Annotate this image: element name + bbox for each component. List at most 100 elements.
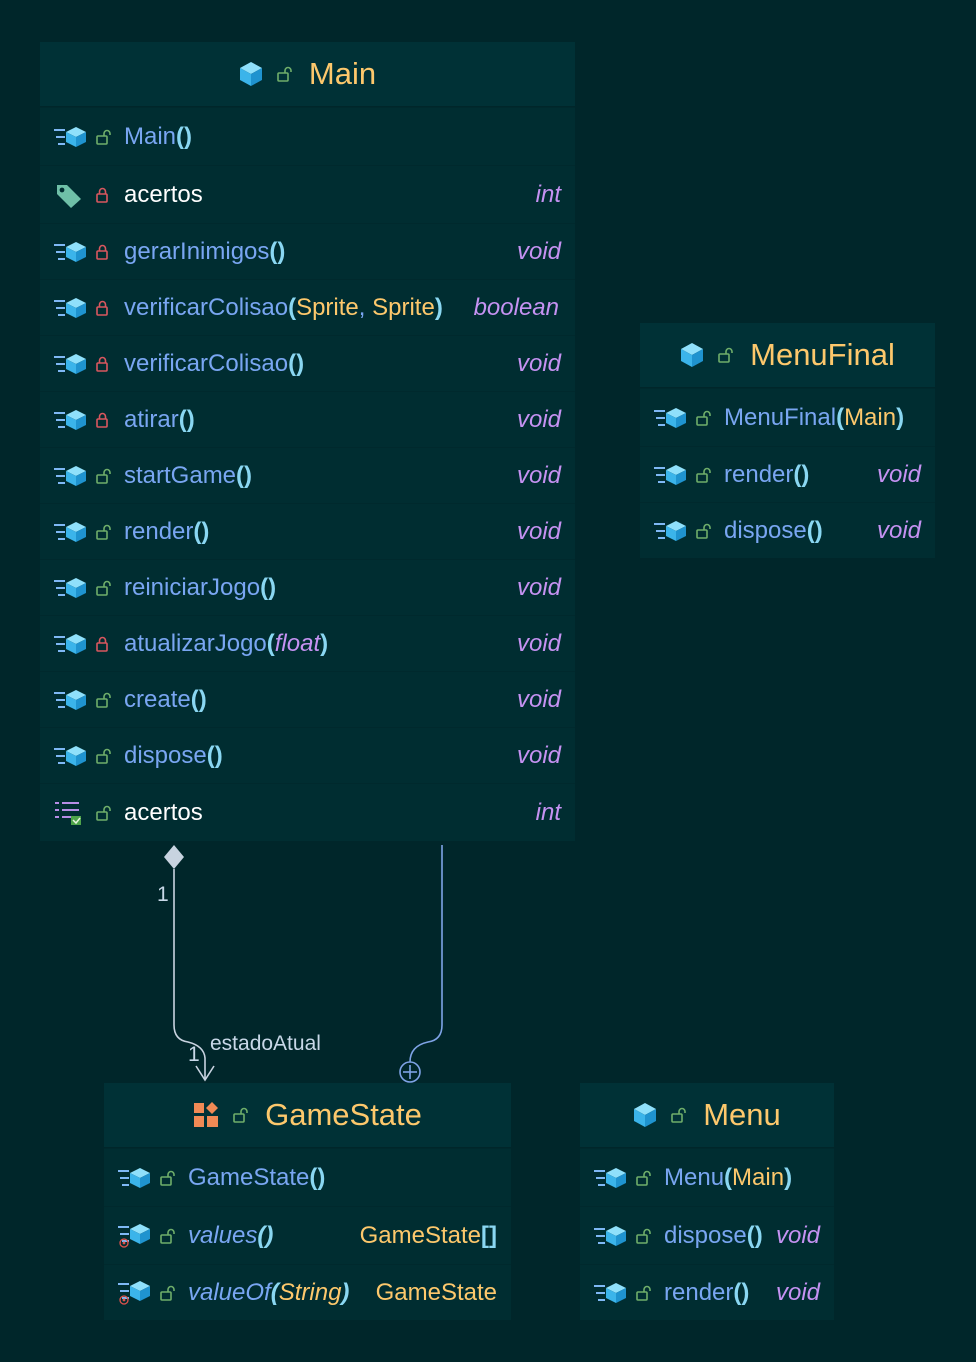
method-row[interactable]: create()void [40,671,575,727]
method-icon [53,521,87,543]
member-name: render() [724,460,810,488]
member-name: dispose() [724,516,823,544]
return-type: void [516,237,561,265]
method-row[interactable]: atirar()void [40,391,575,447]
method-row[interactable]: verificarColisao(Sprite, Sprite) boolean [40,279,575,335]
member-name: verificarColisao(Sprite, Sprite) [124,293,443,321]
public-lock-icon [96,524,111,540]
class-header: MenuFinal [640,323,935,388]
method-row[interactable]: GameState() [104,1148,511,1206]
method-row[interactable]: render() void [40,503,575,559]
public-lock-icon [96,692,111,708]
class-header: Menu [580,1083,834,1148]
method-row[interactable]: dispose()void [40,727,575,783]
method-row[interactable]: render() void [640,446,935,502]
return-type: int [535,798,561,826]
method-row[interactable]: values() GameState[] [104,1206,511,1264]
class-gamestate[interactable]: GameState GameState() values() GameState[]… [104,1083,511,1320]
private-lock-icon [96,356,109,372]
public-lock-icon [160,1228,175,1244]
member-name: atirar() [124,405,195,433]
method-row[interactable]: valueOf(String) GameState [104,1264,511,1320]
member-list: MenuFinal(Main) render() void dispose()void [640,388,935,558]
return-type: void [876,460,921,488]
class-header: GameState [104,1083,511,1148]
member-name: render() [124,517,210,545]
composition-target-multiplicity: 1 [188,1043,200,1066]
method-row[interactable]: Main() [40,107,575,165]
member-name: gerarInimigos() [124,237,286,265]
public-lock-icon [96,129,111,145]
tag-icon [53,182,87,208]
private-lock-icon [96,636,109,652]
class-menu[interactable]: Menu Menu(Main) dispose()void render() void [580,1083,834,1320]
method-row[interactable]: Menu(Main) [580,1148,834,1206]
method-icon [593,1225,627,1247]
public-lock-icon [96,805,111,821]
public-lock-icon [718,347,734,363]
return-type: void [516,685,561,713]
member-name: GameState() [188,1163,326,1191]
method-icon [53,297,87,319]
field-row[interactable]: acertos int [40,165,575,223]
member-name: Menu(Main) [664,1163,793,1191]
public-lock-icon [636,1285,651,1301]
static-method-icon [117,1280,151,1305]
member-list: GameState() values() GameState[] valueOf(St… [104,1148,511,1320]
method-row[interactable]: gerarInimigos() void [40,223,575,279]
method-row[interactable]: render() void [580,1264,834,1320]
member-name: values() [188,1221,274,1249]
method-icon [53,409,87,431]
member-name: reiniciarJogo() [124,573,277,601]
public-lock-icon [233,1107,249,1123]
method-row[interactable]: reiniciarJogo()void [40,559,575,615]
return-type: boolean [473,293,559,321]
return-type: void [775,1278,820,1306]
method-icon [653,407,687,429]
return-type: int [535,180,561,208]
member-name: valueOf(String) [188,1278,350,1306]
method-icon [53,689,87,711]
static-method-icon [117,1223,151,1248]
field-row[interactable]: acertos int [40,783,575,841]
class-menufinal[interactable]: MenuFinal MenuFinal(Main) render() void dis… [640,323,935,558]
method-icon [53,241,87,263]
return-type: void [775,1221,820,1249]
public-lock-icon [636,1170,651,1186]
method-icon [593,1282,627,1304]
return-type: void [516,517,561,545]
method-icon [593,1167,627,1189]
class-icon [633,1102,657,1128]
private-lock-icon [96,412,109,428]
public-lock-icon [96,580,111,596]
method-row[interactable]: MenuFinal(Main) [640,388,935,446]
member-name: acertos [124,798,203,826]
nested-class-circle [399,1061,421,1083]
method-row[interactable]: startGame()void [40,447,575,503]
member-name: render() [664,1278,750,1306]
method-row[interactable]: dispose()void [580,1206,834,1264]
member-name: MenuFinal(Main) [724,403,905,431]
property-icon [53,800,87,825]
public-lock-icon [636,1228,651,1244]
member-list: Menu(Main) dispose()void render() void [580,1148,834,1320]
class-title: Menu [703,1097,781,1132]
method-row[interactable]: verificarColisao()void [40,335,575,391]
method-icon [53,126,87,148]
composition-diamond [164,845,184,869]
member-name: acertos [124,180,203,208]
member-name: dispose() [124,741,223,769]
method-icon [53,465,87,487]
composition-arrowhead [195,1065,215,1082]
class-icon [239,61,263,87]
method-row[interactable]: atualizarJogo(float)void [40,615,575,671]
composition-source-multiplicity: 1 [157,883,169,906]
return-type: void [516,461,561,489]
class-title: Main [308,56,377,91]
member-list: Main() acertos int gerarInimigos() void verif… [40,107,575,841]
return-type: GameState[] [359,1221,497,1249]
private-lock-icon [96,244,109,260]
method-row[interactable]: dispose()void [640,502,935,558]
class-main[interactable]: Main Main() acertos int gerarInimigos() void… [40,42,575,841]
return-type: GameState [375,1278,497,1306]
